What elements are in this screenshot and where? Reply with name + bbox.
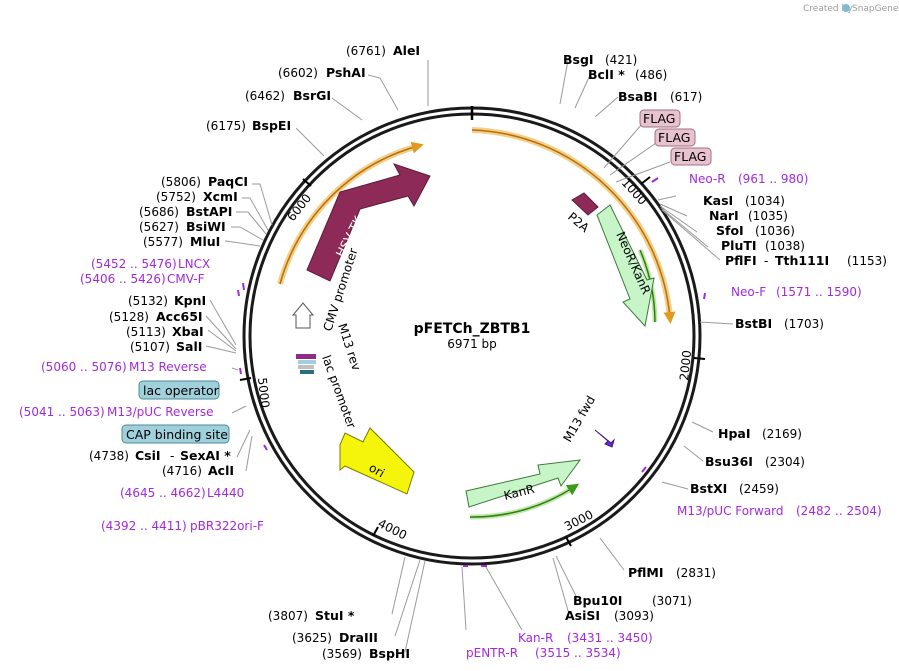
cap-binding-site-box bbox=[121, 424, 230, 444]
lac-operator-glyph bbox=[296, 354, 316, 374]
flag-box-1 bbox=[639, 109, 681, 128]
enzyme-mlui: (5577)MluI bbox=[143, 234, 220, 249]
enzyme-pflmi: PflMI(2831) bbox=[628, 565, 716, 580]
lac-operator-box bbox=[138, 380, 220, 400]
tick-4000 bbox=[372, 526, 379, 537]
enzyme-paqci: (5806)PaqCI bbox=[161, 174, 248, 189]
enzyme-bstxi: BstXI(2459) bbox=[690, 481, 779, 496]
primer-m13-reverse: (5060 .. 5076)M13 Reverse bbox=[41, 360, 207, 374]
tick-label-2000: 2000 bbox=[677, 349, 694, 381]
enzyme-asisi: AsiSI(3093) bbox=[565, 608, 654, 623]
enzyme-kpni: (5132)KpnI bbox=[128, 293, 206, 308]
neo-f-mark bbox=[703, 292, 706, 300]
primer-l4440: (4645 .. 4662)L4440 bbox=[120, 486, 244, 500]
kanr-feature bbox=[465, 459, 582, 508]
enzyme-hpai: HpaI(2169) bbox=[718, 426, 802, 441]
enzyme-csii-sexai: (4738)CsiI-SexAI * bbox=[89, 448, 231, 463]
snapgene-credit: Created by SnapGene bbox=[803, 4, 899, 14]
primer-kan-r: Kan-R(3431 .. 3450) bbox=[518, 631, 653, 645]
enzyme-bcli: BclI *(486) bbox=[588, 67, 667, 82]
flag-box-2 bbox=[654, 128, 696, 147]
enzyme-alei: (6761)AleI bbox=[346, 43, 420, 58]
neor-kanr-feature bbox=[596, 204, 655, 328]
p2a-feature bbox=[571, 192, 599, 216]
tick-3000 bbox=[565, 536, 572, 547]
enzyme-bstapi: (5686)BstAPI bbox=[139, 204, 232, 219]
cmv-f-mark bbox=[242, 282, 245, 291]
enzyme-pluti: PluTI(1038) bbox=[721, 238, 805, 253]
enzyme-stui: (3807)StuI * bbox=[268, 608, 355, 623]
flag-label-3: FLAG bbox=[674, 149, 706, 164]
cap-binding-site-label: CAP binding site bbox=[126, 427, 228, 442]
ori-label: ori bbox=[367, 460, 388, 480]
enzyme-bsu36i: Bsu36I(2304) bbox=[705, 454, 805, 469]
enzyme-bsabi: BsaBI(617) bbox=[618, 89, 702, 104]
map-length: 6971 bp bbox=[447, 337, 497, 351]
map-title-block: pFETCh_ZBTB1 6971 bp bbox=[414, 321, 531, 351]
enzyme-xcmi: (5752)XcmI bbox=[156, 189, 238, 204]
enzyme-pshai: (6602)PshAI bbox=[278, 65, 366, 80]
neo-r-mark bbox=[651, 177, 659, 183]
tick-5000 bbox=[239, 377, 252, 381]
tick-2000 bbox=[693, 357, 706, 360]
orf-arc-right bbox=[471, 129, 676, 324]
kanr-arc bbox=[469, 483, 580, 518]
enzymes-left: (6761)AleI (6602)PshAI (6462)BsrGI (6175… bbox=[89, 43, 420, 661]
primer-pbr322ori-f: (4392 .. 4411)pBR322ori-F bbox=[101, 519, 264, 533]
primer-marks bbox=[237, 177, 706, 567]
lac-operator-label: lac operator bbox=[143, 383, 220, 398]
leader-lines bbox=[205, 59, 734, 653]
primer-neo-f: Neo-F(1571 .. 1590) bbox=[731, 285, 862, 299]
enzyme-bsphi: (3569)BspHI bbox=[322, 646, 410, 661]
flag-label-1: FLAG bbox=[643, 111, 675, 126]
boxed-labels: FLAG FLAG FLAG lac operator CAP binding … bbox=[121, 109, 712, 444]
m13-fwd-label: M13 fwd bbox=[560, 393, 598, 444]
enzyme-bspei: (6175)BspEI bbox=[206, 118, 291, 133]
map-title: pFETCh_ZBTB1 bbox=[414, 321, 531, 337]
l4440-mark bbox=[263, 444, 268, 451]
primer-m13-puc-forward: M13/pUC Forward(2482 .. 2504) bbox=[677, 504, 882, 518]
primer-neo-r: Neo-R(961 .. 980) bbox=[689, 172, 808, 186]
enzyme-kasi: KasI(1034) bbox=[703, 193, 785, 208]
m13-reverse-mark bbox=[239, 367, 242, 375]
enzyme-bstbi: BstBI(1703) bbox=[735, 316, 824, 331]
orf-arc-left bbox=[279, 141, 424, 285]
primer-cmv-f: (5406 .. 5426)CMV-F bbox=[80, 272, 205, 286]
enzyme-bpu10i: Bpu10I(3071) bbox=[573, 593, 692, 608]
enzyme-pflfi-tth111i: PflFI-Tth111I(1153) bbox=[725, 253, 887, 268]
enzymes-right: BsgI(421) BclI *(486) BsaBI(617) KasI(10… bbox=[563, 52, 887, 623]
enzyme-xbai: (5113)XbaI bbox=[126, 324, 204, 339]
primer-m13-puc-reverse: (5041 .. 5063)M13/pUC Reverse bbox=[19, 405, 214, 419]
enzyme-nari: NarI(1035) bbox=[709, 208, 788, 223]
plasmid-backbone bbox=[242, 106, 702, 566]
enzyme-draiii: (3625)DraIII bbox=[292, 630, 378, 645]
m13-puc-forward-mark bbox=[641, 466, 647, 473]
lncx-mark bbox=[237, 289, 240, 297]
cmv-promoter-feature bbox=[291, 302, 315, 329]
enzyme-acli: (4716)AclI bbox=[162, 463, 234, 478]
enzyme-sfoi: SfoI(1036) bbox=[716, 223, 795, 238]
feature-arcs bbox=[277, 127, 676, 520]
tick-6000 bbox=[302, 178, 312, 187]
enzyme-bsiwi: (5627)BsiWI bbox=[139, 219, 226, 234]
hsv-tk-feature bbox=[306, 163, 431, 282]
tick-label-5000: 5000 bbox=[255, 377, 272, 409]
primer-labels: (5452 .. 5476)LNCX (5406 .. 5426)CMV-F (… bbox=[19, 172, 882, 660]
primer-lncx: (5452 .. 5476)LNCX bbox=[91, 257, 210, 271]
enzyme-acc65i: (5128)Acc65I bbox=[109, 309, 203, 324]
primer-pentr-r: pENTR-R(3515 .. 3534) bbox=[466, 646, 621, 660]
enzyme-bsrgi: (6462)BsrGI bbox=[245, 88, 331, 103]
tick-1000 bbox=[640, 176, 651, 185]
snapgene-logo-icon bbox=[842, 4, 850, 12]
credit-prefix: Created by bbox=[803, 4, 853, 14]
flag-box-3 bbox=[670, 147, 712, 166]
m13-fwd-feature bbox=[594, 429, 616, 448]
ori-feature bbox=[339, 427, 415, 495]
enzyme-sali: (5107)SalI bbox=[130, 339, 202, 354]
flag-label-2: FLAG bbox=[658, 130, 690, 145]
credit-brand: SnapGene bbox=[852, 4, 899, 14]
enzyme-bsgi: BsgI(421) bbox=[563, 52, 637, 67]
m13-rev-label: M13 rev bbox=[335, 322, 363, 373]
